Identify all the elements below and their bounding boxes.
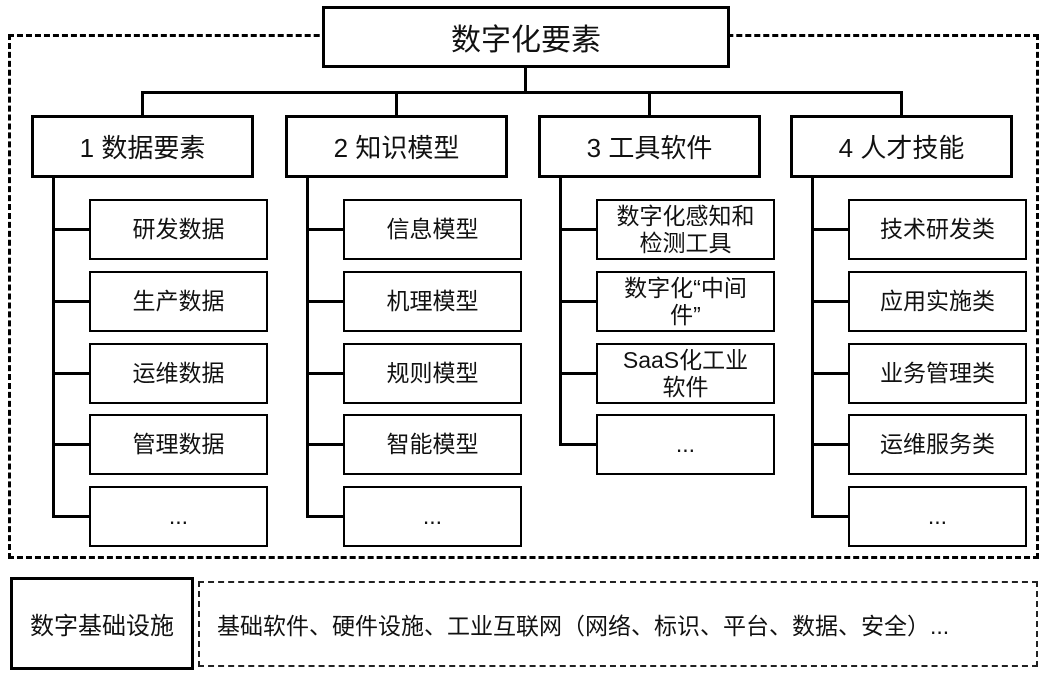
child-label: 信息模型 bbox=[386, 216, 479, 243]
child-connector-line bbox=[52, 300, 89, 303]
category-node: 2 知识模型 bbox=[285, 115, 508, 178]
child-node: ... bbox=[596, 414, 775, 475]
child-connector-line bbox=[52, 443, 89, 446]
child-connector-line bbox=[306, 443, 343, 446]
category-node: 3 工具软件 bbox=[538, 115, 761, 178]
child-node: 数字化感知和 检测工具 bbox=[596, 199, 775, 260]
branch-drop-line-3 bbox=[648, 94, 651, 115]
child-node: 规则模型 bbox=[343, 343, 522, 404]
child-node: 数字化“中间 件” bbox=[596, 271, 775, 332]
column-trunk-line bbox=[52, 178, 55, 518]
category-node: 1 数据要素 bbox=[31, 115, 254, 178]
child-node: SaaS化工业 软件 bbox=[596, 343, 775, 404]
child-node: ... bbox=[89, 486, 268, 547]
child-label: 生产数据 bbox=[132, 288, 225, 315]
root-label: 数字化要素 bbox=[451, 24, 601, 57]
child-label: 数字化感知和 检测工具 bbox=[616, 203, 755, 256]
child-node: 管理数据 bbox=[89, 414, 268, 475]
child-node: 应用实施类 bbox=[848, 271, 1027, 332]
child-connector-line bbox=[306, 228, 343, 231]
branch-drop-line-4 bbox=[900, 94, 903, 115]
branch-drop-line-2 bbox=[395, 94, 398, 115]
child-connector-line bbox=[811, 300, 848, 303]
category-label: 1 数据要素 bbox=[79, 133, 206, 163]
child-connector-line bbox=[52, 515, 89, 518]
infrastructure-content-box: 基础软件、硬件设施、工业互联网（网络、标识、平台、数据、安全）... bbox=[198, 581, 1038, 667]
child-label: 管理数据 bbox=[132, 431, 225, 458]
branch-drop-line-1 bbox=[141, 94, 144, 115]
child-label: 机理模型 bbox=[386, 288, 479, 315]
child-connector-line bbox=[559, 372, 596, 375]
child-node: 运维数据 bbox=[89, 343, 268, 404]
category-label: 4 人才技能 bbox=[838, 133, 965, 163]
child-label: 应用实施类 bbox=[880, 288, 995, 315]
child-connector-line bbox=[811, 372, 848, 375]
child-label: 智能模型 bbox=[386, 431, 479, 458]
category-node: 4 人才技能 bbox=[790, 115, 1013, 178]
infrastructure-content-text: 基础软件、硬件设施、工业互联网（网络、标识、平台、数据、安全）... bbox=[217, 613, 950, 639]
child-connector-line bbox=[559, 300, 596, 303]
child-label: 技术研发类 bbox=[880, 216, 995, 243]
child-connector-line bbox=[52, 228, 89, 231]
category-label: 2 知识模型 bbox=[333, 133, 460, 163]
child-connector-line bbox=[559, 228, 596, 231]
child-node: 生产数据 bbox=[89, 271, 268, 332]
child-label: ... bbox=[422, 503, 443, 530]
root-node: 数字化要素 bbox=[322, 6, 730, 68]
child-label: ... bbox=[168, 503, 189, 530]
child-connector-line bbox=[52, 372, 89, 375]
child-label: SaaS化工业 软件 bbox=[622, 347, 749, 400]
child-connector-line bbox=[306, 515, 343, 518]
child-connector-line bbox=[559, 443, 596, 446]
column-trunk-line bbox=[306, 178, 309, 518]
child-connector-line bbox=[811, 228, 848, 231]
column-trunk-line bbox=[811, 178, 814, 518]
child-label: ... bbox=[927, 503, 948, 530]
child-label: 运维服务类 bbox=[880, 431, 995, 458]
child-connector-line bbox=[811, 515, 848, 518]
child-label: 数字化“中间 件” bbox=[624, 275, 747, 328]
child-node: 信息模型 bbox=[343, 199, 522, 260]
child-label: 研发数据 bbox=[132, 216, 225, 243]
child-node: 智能模型 bbox=[343, 414, 522, 475]
infrastructure-node: 数字基础设施 bbox=[10, 577, 194, 670]
child-connector-line bbox=[811, 443, 848, 446]
child-node: 机理模型 bbox=[343, 271, 522, 332]
branch-horizontal-line bbox=[141, 91, 903, 94]
child-connector-line bbox=[306, 300, 343, 303]
child-node: 技术研发类 bbox=[848, 199, 1027, 260]
infrastructure-label: 数字基础设施 bbox=[30, 613, 174, 640]
child-node: ... bbox=[848, 486, 1027, 547]
child-label: 业务管理类 bbox=[880, 360, 995, 387]
root-connector-line bbox=[524, 67, 527, 91]
child-connector-line bbox=[306, 372, 343, 375]
child-node: 研发数据 bbox=[89, 199, 268, 260]
category-label: 3 工具软件 bbox=[586, 133, 713, 163]
column-trunk-line bbox=[559, 178, 562, 446]
child-node: 运维服务类 bbox=[848, 414, 1027, 475]
child-node: 业务管理类 bbox=[848, 343, 1027, 404]
child-label: ... bbox=[675, 431, 696, 458]
child-label: 运维数据 bbox=[132, 360, 225, 387]
child-label: 规则模型 bbox=[386, 360, 479, 387]
child-node: ... bbox=[343, 486, 522, 547]
